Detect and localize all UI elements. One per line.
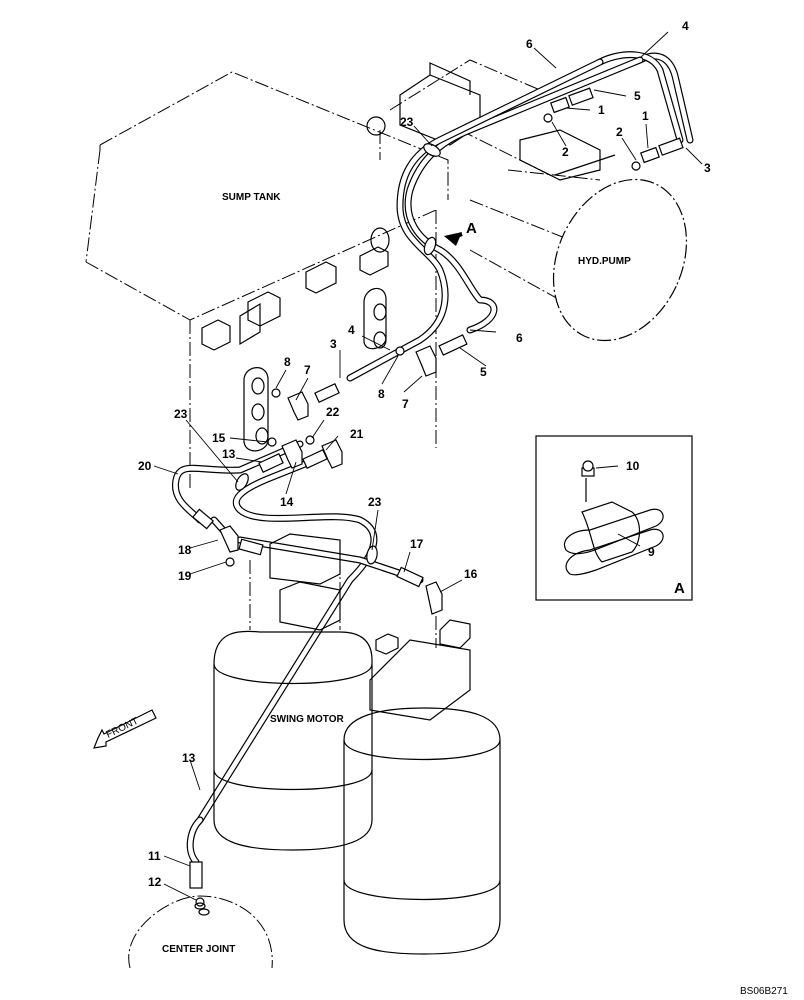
callout-12: 12 [148, 875, 162, 889]
view-marker-label: A [466, 220, 477, 237]
callout-16: 16 [464, 567, 478, 581]
callout-4b: 4 [348, 323, 355, 337]
hyd-pump-label: HYD.PUMP [578, 256, 631, 267]
callout-3a: 3 [704, 161, 711, 175]
callout-23b: 23 [174, 407, 188, 421]
callout-2b: 2 [616, 125, 623, 139]
detail-callout-10: 10 [626, 459, 640, 473]
callout-14: 14 [280, 495, 294, 509]
callout-4a: 4 [682, 19, 689, 33]
callout-15: 15 [212, 431, 226, 445]
front-arrow [93, 709, 157, 749]
callout-7b: 7 [402, 397, 409, 411]
callout-5a: 5 [634, 89, 641, 103]
hose-assembly-left [171, 435, 443, 907]
callout-22: 22 [326, 405, 340, 419]
callout-13a: 13 [222, 447, 236, 461]
center-joint [128, 895, 273, 969]
callout-13b: 13 [182, 751, 196, 765]
pump-fittings [271, 87, 684, 421]
callout-6b: 6 [516, 331, 523, 345]
callout-1a: 1 [598, 103, 605, 117]
drawing-code: BS06B271 [740, 986, 788, 997]
callout-17: 17 [410, 537, 424, 551]
sump-tank-label: SUMP TANK [222, 192, 281, 203]
tank-ports [201, 227, 390, 452]
detail-a-letter: A [674, 580, 685, 597]
front-label: FRONT [104, 716, 140, 741]
hydraulic-pump [366, 59, 688, 342]
sump-tank-outline [85, 71, 449, 488]
callout-8a: 8 [284, 355, 291, 369]
callout-numbers: 1 1 2 2 3 3 4 4 5 5 6 6 7 7 8 8 11 12 13… [138, 19, 711, 889]
callout-20: 20 [138, 459, 152, 473]
callout-2a: 2 [562, 145, 569, 159]
hose-assembly-upper [346, 51, 694, 382]
callout-11: 11 [148, 849, 161, 863]
detail-callout-9: 9 [648, 545, 655, 559]
view-arrow-a [444, 232, 463, 246]
callout-23c: 23 [368, 495, 382, 509]
swing-motor [213, 533, 501, 955]
callout-21: 21 [350, 427, 364, 441]
detail-a-box [535, 435, 693, 601]
callout-18: 18 [178, 543, 192, 557]
leader-lines [153, 31, 703, 901]
callout-19: 19 [178, 569, 192, 583]
callout-23a: 23 [400, 115, 414, 129]
callout-1b: 1 [642, 109, 649, 123]
callout-3b: 3 [330, 337, 337, 351]
callout-7a: 7 [304, 363, 311, 377]
swing-motor-label: SWING MOTOR [270, 714, 344, 725]
callout-8b: 8 [378, 387, 385, 401]
callout-5b: 5 [480, 365, 487, 379]
center-joint-label: CENTER JOINT [162, 944, 235, 955]
callout-6a: 6 [526, 37, 533, 51]
